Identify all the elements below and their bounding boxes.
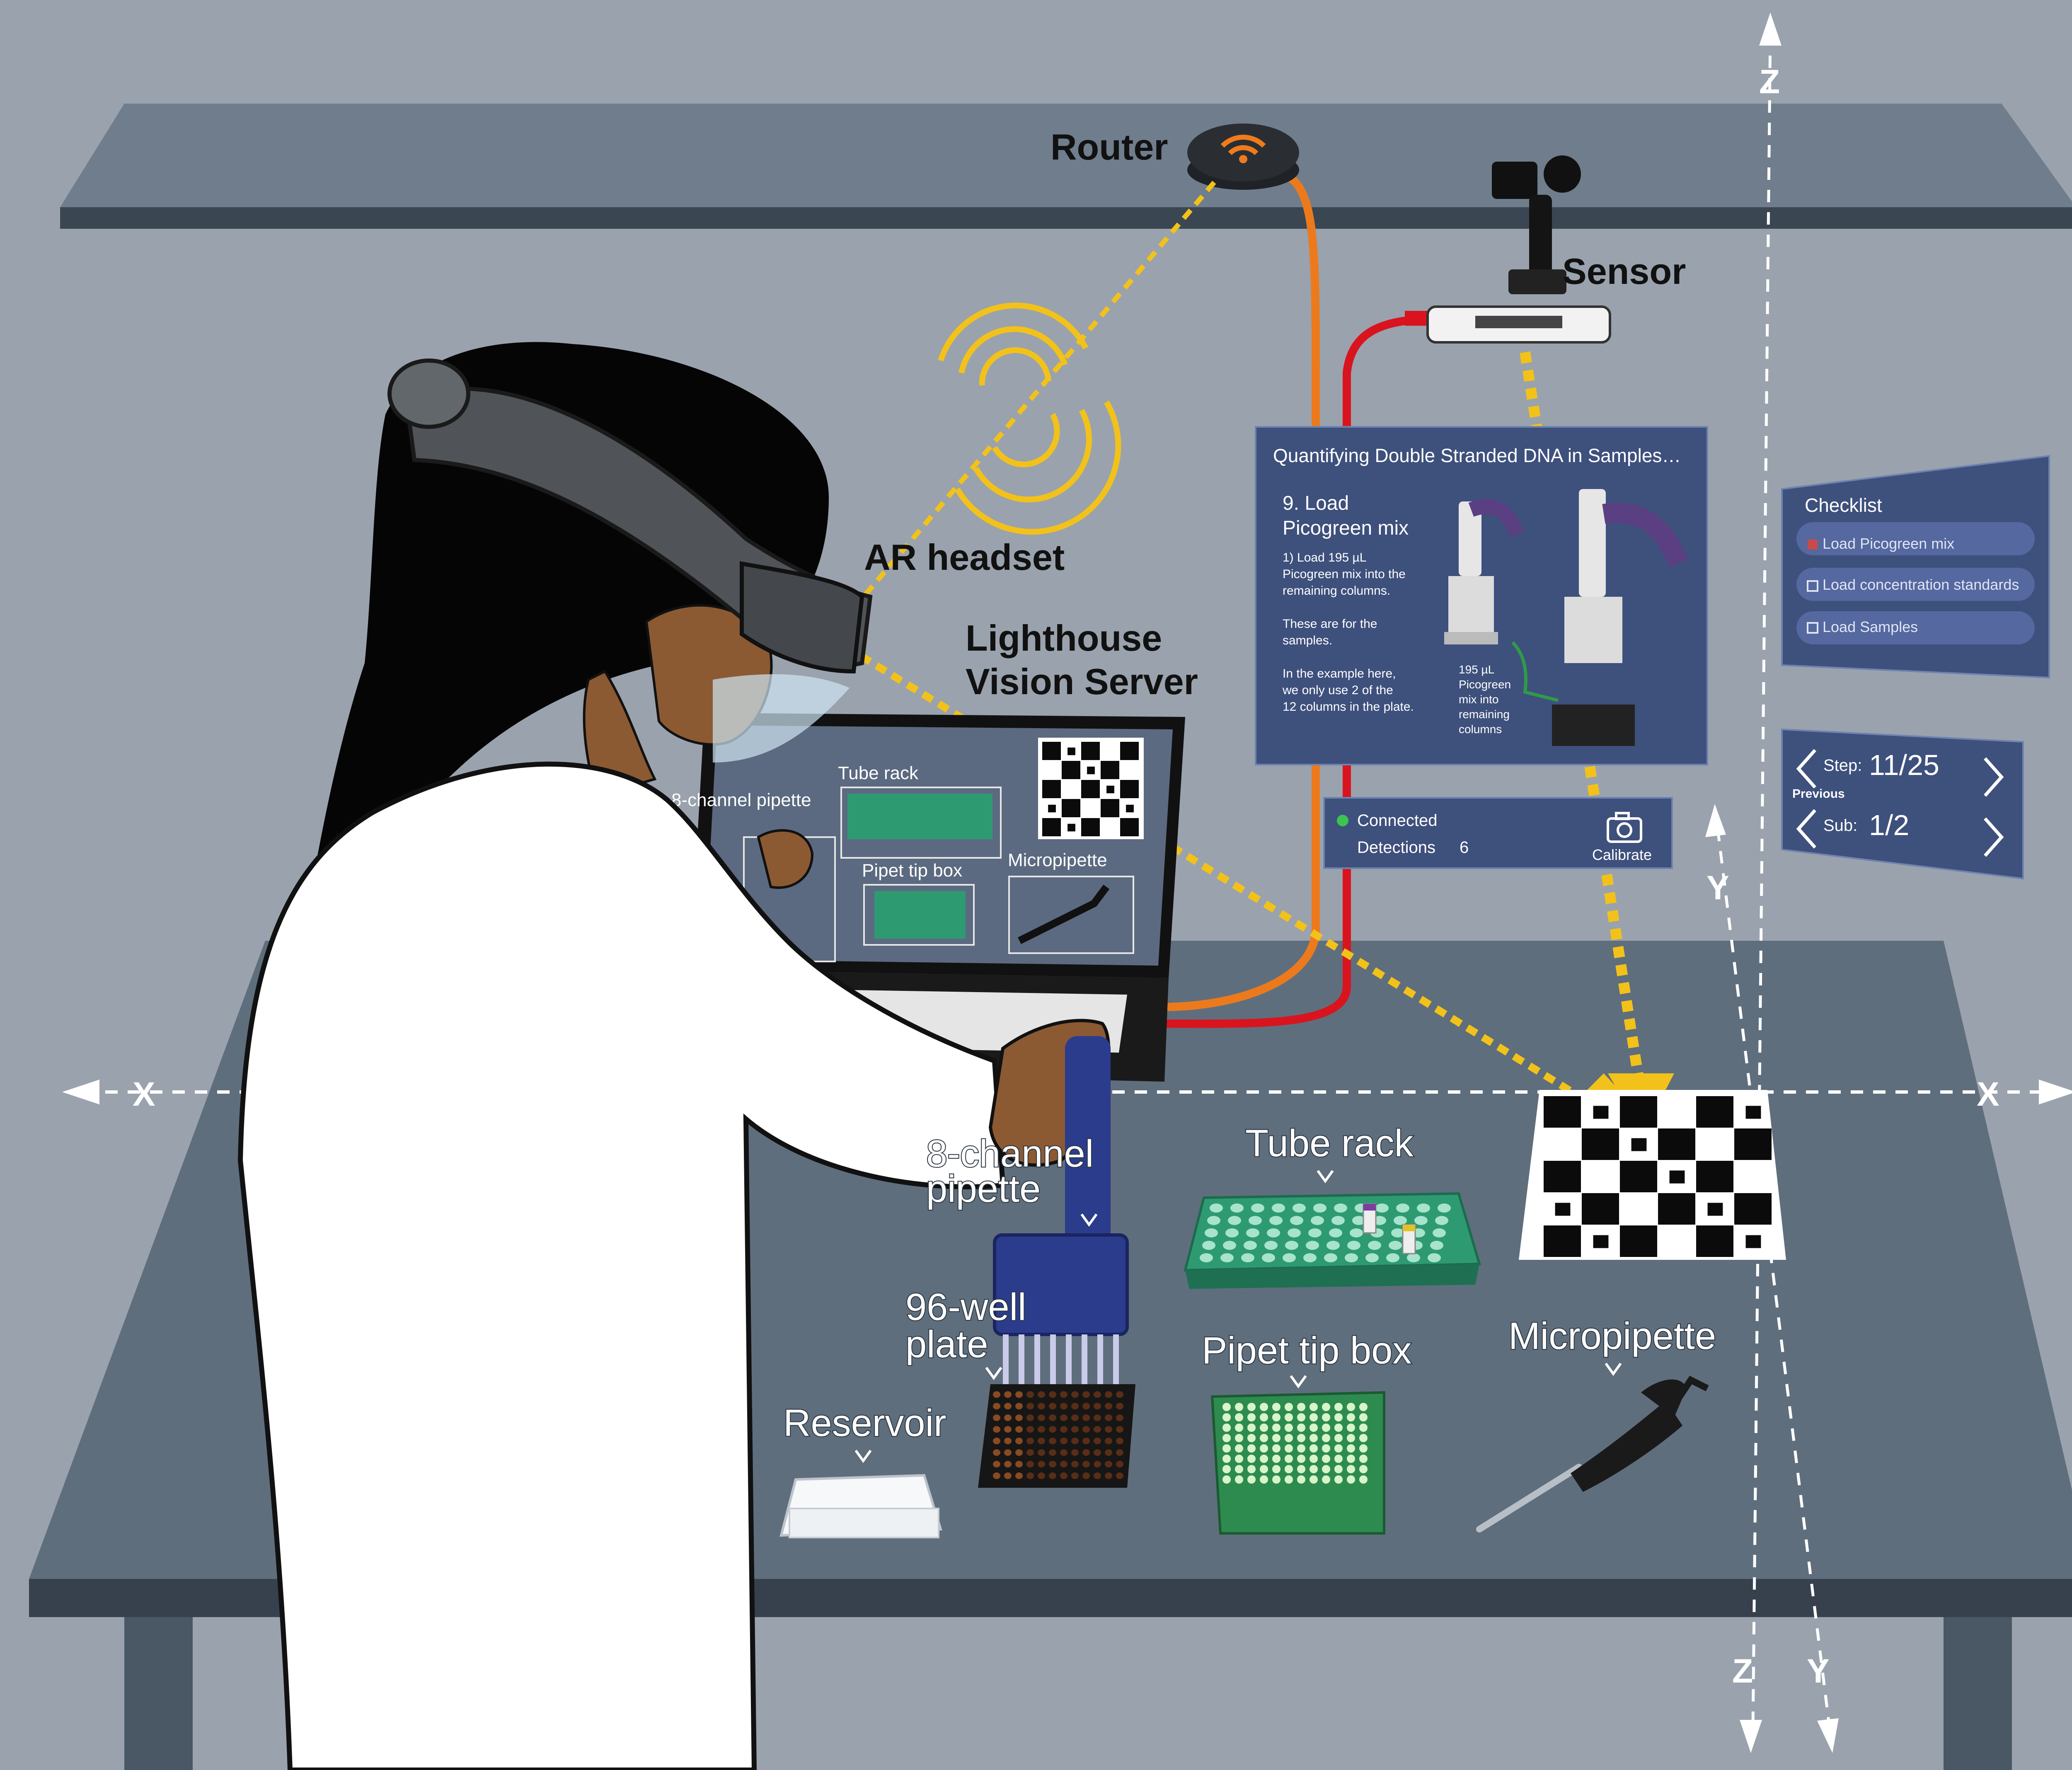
micropipette: [1476, 1375, 1709, 1533]
ninety-six-well-plate: [978, 1384, 1135, 1488]
label-tube-rack: Tube rack: [1245, 1122, 1414, 1165]
status-panel: Connected Detections 6 Calibrate: [1323, 797, 1673, 869]
laptop-label-micropipette: Micropipette: [1008, 850, 1107, 870]
ar-headset: AR headset: [387, 358, 1065, 674]
step-heading-line2: Picogreen mix: [1283, 517, 1409, 539]
laptop-label-8-channel: 8-channel pipette: [671, 790, 811, 810]
svg-text:Load concentration standards: Load concentration standards: [1823, 576, 2019, 593]
laptop-micropipette-icon: [1017, 884, 1110, 944]
protocol-body-line: Picogreen mix into the: [1283, 567, 1406, 581]
flow-arrow: [1511, 641, 1559, 702]
protocol-caption-line: columns: [1459, 723, 1502, 736]
next-step-chevron-icon[interactable]: [1984, 757, 2004, 797]
protocol-body-line: In the example here,: [1283, 667, 1396, 680]
label-8-channel-line2: pipette: [926, 1168, 1041, 1210]
protocol-body-line: 1) Load 195 µL: [1283, 551, 1366, 564]
sub-value: 1/2: [1869, 809, 1909, 841]
connected-text: Connected: [1357, 811, 1437, 830]
protocol-title: Quantifying Double Stranded DNA in Sampl…: [1273, 445, 1681, 466]
tube-rack: [1184, 1192, 1481, 1289]
x-axis-label-right: X: [1977, 1075, 1999, 1113]
checklist-item[interactable]: Load Picogreen mix: [1796, 522, 2035, 555]
step-nav-panel: Step: 11/25 Previous Sub: 1/2: [1781, 728, 2024, 880]
depth-sensor: Sensor: [1426, 155, 1686, 344]
y-axis-label-top: Y: [1706, 869, 1729, 907]
detections-value: 6: [1460, 838, 1469, 857]
fiducial-marker-bench: [1519, 1090, 1786, 1260]
svg-text:Load Samples: Load Samples: [1823, 618, 1918, 635]
router-label: Router: [1051, 126, 1168, 167]
multichannel-pipette-illustration-2: [1552, 489, 1688, 746]
checklist-panel: Checklist Load Picogreen mix Load concen…: [1781, 455, 2050, 679]
y-axis-arrow-top: [1705, 804, 1726, 837]
z-axis-arrow-bottom: [1740, 1720, 1762, 1753]
protocol-body-line: remaining columns.: [1283, 584, 1390, 598]
bench-leg-right: [1944, 1617, 2012, 1770]
next-sub-chevron-icon[interactable]: [1984, 817, 2004, 857]
checklist-item[interactable]: Load concentration standards: [1796, 568, 2035, 601]
z-axis-label-bottom: Z: [1732, 1652, 1753, 1690]
lab-coat: [237, 761, 1006, 1770]
pipet-tip-box: [1210, 1391, 1385, 1535]
sub-label: Sub:: [1823, 816, 1857, 835]
previous-label: Previous: [1792, 787, 1845, 801]
detections-label: Detections: [1357, 838, 1435, 857]
svg-text:Load Picogreen mix: Load Picogreen mix: [1823, 535, 1954, 552]
bench-labels: Tube rack 8-channel pipette 96-well plat…: [782, 1121, 1717, 1463]
laptop-label-pipet-tip-box: Pipet tip box: [862, 860, 962, 881]
step-heading-line1: 9. Load: [1283, 492, 1349, 514]
protocol-body-line: we only use 2 of the: [1282, 683, 1393, 697]
laptop-label-tube-rack: Tube rack: [838, 763, 919, 783]
protocol-caption-line: 195 µL: [1459, 663, 1494, 676]
x-axis-label-left: X: [133, 1075, 155, 1113]
label-pipet-tip-box: Pipet tip box: [1202, 1329, 1411, 1372]
face-shield: [713, 674, 850, 763]
y-axis-arrow-bottom: [1817, 1718, 1839, 1753]
z-axis-label-top: Z: [1759, 63, 1780, 101]
protocol-panel: Quantifying Double Stranded DNA in Sampl…: [1255, 426, 1708, 765]
previous-sub-chevron-icon[interactable]: [1796, 809, 1816, 849]
bench-leg-left: [124, 1617, 193, 1770]
eight-channel-pipette: [993, 1036, 1129, 1397]
step-value: 11/25: [1869, 749, 1939, 781]
router-cable: [1156, 166, 1320, 1011]
x-axis-arrow-left: [62, 1080, 99, 1104]
protocol-caption-line: mix into: [1459, 693, 1498, 706]
wifi-signal-icon: [938, 303, 1121, 535]
x-axis-arrow-right: [2039, 1080, 2072, 1104]
laptop-fiducial: [1038, 738, 1144, 839]
protocol-body-line: These are for the: [1283, 617, 1377, 631]
checklist-item[interactable]: Load Samples: [1796, 611, 2035, 644]
y-axis-label-bottom: Y: [1807, 1652, 1830, 1690]
left-hand: [757, 829, 814, 889]
reservoir: [779, 1474, 943, 1538]
router: Router: [1051, 123, 1299, 190]
label-reservoir: Reservoir: [783, 1402, 946, 1444]
label-96-well-line1: 96-well: [905, 1286, 1026, 1328]
label-96-well-line2: plate: [905, 1323, 988, 1366]
protocol-body-line: samples.: [1283, 634, 1332, 647]
cables: [1156, 166, 1438, 1028]
label-micropipette: Micropipette: [1508, 1315, 1716, 1357]
protocol-caption-line: remaining: [1459, 708, 1510, 721]
label-8-channel-line1: 8-channel: [926, 1133, 1094, 1175]
protocol-body-line: 12 columns in the plate.: [1283, 700, 1414, 714]
lighthouse-label-line1: Lighthouse: [966, 617, 1162, 659]
connected-dot: [1337, 815, 1348, 826]
checklist-title: Checklist: [1805, 494, 1882, 516]
sensor-cable: [1156, 315, 1438, 1028]
calibrate-button[interactable]: Calibrate: [1592, 846, 1652, 863]
multichannel-pipette-illustration-1: [1444, 499, 1524, 644]
sensor-label: Sensor: [1562, 251, 1686, 292]
protocol-caption-line: Picogreen: [1459, 678, 1511, 691]
ar-headset-label: AR headset: [864, 537, 1065, 578]
previous-step-chevron-icon[interactable]: [1796, 749, 1816, 789]
step-label: Step:: [1823, 756, 1862, 775]
lighthouse-label-line2: Vision Server: [966, 661, 1198, 702]
z-axis-arrow-top: [1759, 12, 1782, 46]
camera-icon[interactable]: [1607, 812, 1642, 843]
